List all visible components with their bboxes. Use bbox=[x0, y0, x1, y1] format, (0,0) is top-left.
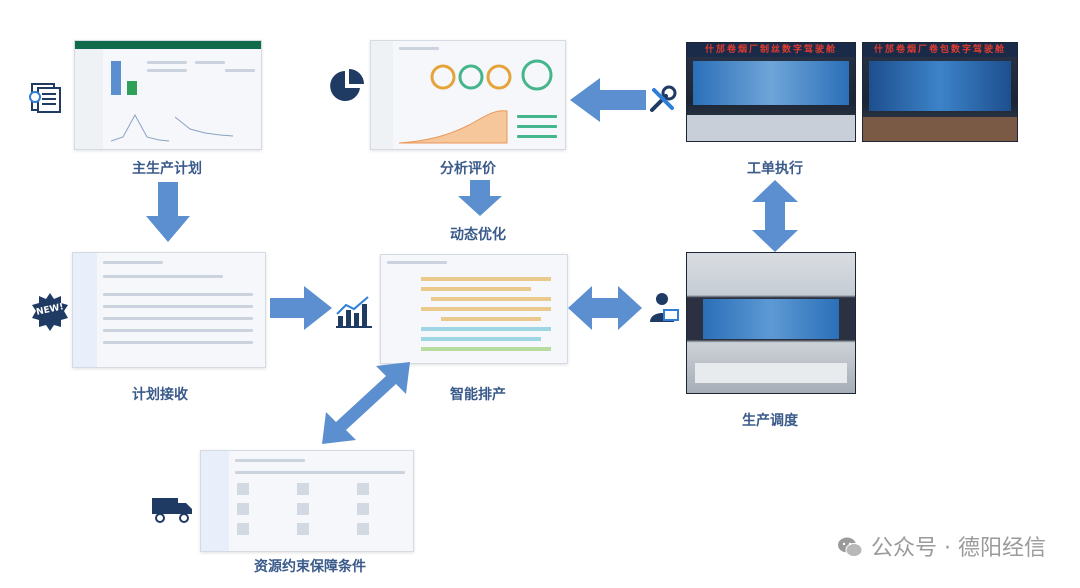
screenshot-card bbox=[297, 483, 309, 495]
video-wall bbox=[693, 61, 849, 105]
gantt-bar bbox=[431, 297, 551, 301]
tools-icon bbox=[650, 85, 677, 112]
watermark: 公众号 · 德阳经信 bbox=[837, 530, 1046, 562]
plan-receive-screenshot bbox=[72, 252, 266, 368]
screenshot-line bbox=[103, 275, 223, 278]
screenshot-card bbox=[357, 503, 369, 515]
screenshot-sidebar bbox=[75, 49, 103, 149]
dynamic-optimization-label: 动态优化 bbox=[450, 227, 506, 243]
arrow-schedule-dispatch-bidirectional bbox=[568, 286, 642, 330]
screenshot-line-chart bbox=[111, 113, 170, 142]
screenshot-line bbox=[103, 293, 253, 296]
gantt-bar bbox=[421, 287, 531, 291]
screenshot-bar-chart bbox=[111, 61, 121, 95]
arrow-receive-to-schedule bbox=[270, 286, 332, 330]
screenshot-line bbox=[387, 261, 447, 264]
screenshot-line bbox=[103, 341, 253, 344]
master-plan-label: 主生产计划 bbox=[132, 161, 202, 177]
screenshot-line bbox=[235, 459, 305, 462]
photo-banner-text: 什邡卷烟厂制丝数字驾驶舱 bbox=[687, 43, 855, 57]
arrow-schedule-resource-bidirectional bbox=[322, 362, 410, 444]
new-badge-icon: NEW! bbox=[30, 292, 70, 332]
master-plan-screenshot bbox=[74, 40, 262, 150]
screenshot-bar-chart-2 bbox=[127, 81, 137, 95]
video-wall bbox=[703, 299, 839, 339]
screenshot-sidebar bbox=[201, 451, 229, 551]
dispatch-room-photo bbox=[686, 252, 856, 394]
screenshot-card bbox=[357, 483, 369, 495]
screenshot-card bbox=[297, 523, 309, 535]
screenshot-card bbox=[237, 523, 249, 535]
screenshot-line bbox=[225, 69, 255, 72]
screenshot-card bbox=[297, 503, 309, 515]
arrow-master-to-receive bbox=[146, 182, 190, 242]
smart-schedule-screenshot bbox=[380, 254, 568, 364]
screenshot-line bbox=[103, 317, 253, 320]
work-order-label: 工单执行 bbox=[747, 161, 803, 177]
screenshot-area-chart bbox=[399, 110, 508, 144]
gantt-bar bbox=[421, 337, 541, 341]
control-room-photo-1: 什邡卷烟厂制丝数字驾驶舱 bbox=[686, 42, 856, 142]
video-wall bbox=[869, 61, 1011, 111]
screenshot-line bbox=[147, 69, 187, 72]
screenshot-line bbox=[399, 47, 439, 50]
console-desk bbox=[687, 115, 855, 141]
gantt-bar bbox=[421, 327, 551, 331]
pie-chart-icon bbox=[330, 69, 364, 101]
screenshot-card bbox=[237, 483, 249, 495]
screenshot-line bbox=[517, 115, 557, 118]
document-icon bbox=[29, 83, 61, 113]
screenshot-line bbox=[235, 471, 405, 474]
screenshot-line bbox=[195, 61, 225, 64]
truck-icon bbox=[152, 498, 192, 523]
screenshot-line bbox=[517, 125, 557, 128]
arrow-workorder-to-analysis bbox=[570, 78, 646, 122]
screenshot-header-bar bbox=[75, 41, 261, 49]
screenshot-gauges bbox=[430, 59, 553, 91]
analysis-screenshot bbox=[370, 40, 566, 150]
gantt-bar bbox=[421, 277, 551, 281]
screenshot-line bbox=[103, 329, 253, 332]
screenshot-line-chart-2 bbox=[175, 116, 234, 137]
screenshot-sidebar bbox=[371, 41, 393, 149]
screenshot-line bbox=[103, 305, 253, 308]
plan-receive-label: 计划接收 bbox=[132, 387, 188, 403]
gantt-bar bbox=[441, 317, 541, 321]
screenshot-line bbox=[103, 261, 163, 264]
gantt-bar bbox=[421, 307, 551, 311]
console-desk bbox=[863, 117, 1017, 141]
resource-screenshot bbox=[200, 450, 414, 552]
analysis-label: 分析评价 bbox=[440, 161, 496, 177]
wechat-icon bbox=[838, 537, 863, 557]
arrow-analysis-to-optimize bbox=[458, 180, 502, 216]
smart-schedule-label: 智能排产 bbox=[450, 387, 506, 403]
arrow-workorder-dispatch-bidirectional bbox=[752, 180, 798, 252]
growth-chart-icon bbox=[336, 296, 372, 328]
console-desk bbox=[695, 363, 847, 383]
resource-label: 资源约束保障条件 bbox=[254, 559, 366, 575]
operator-icon bbox=[650, 293, 679, 322]
control-room-photo-2: 什邡卷烟厂卷包数字驾驶舱 bbox=[862, 42, 1018, 142]
photo-banner-text: 什邡卷烟厂卷包数字驾驶舱 bbox=[863, 43, 1017, 57]
screenshot-sidebar bbox=[73, 253, 97, 367]
gantt-bar bbox=[421, 347, 551, 351]
screenshot-card bbox=[357, 523, 369, 535]
watermark-text: 公众号 · 德阳经信 bbox=[871, 536, 1046, 561]
screenshot-card bbox=[237, 503, 249, 515]
dispatch-label: 生产调度 bbox=[742, 413, 798, 429]
screenshot-line bbox=[517, 135, 557, 138]
screenshot-line bbox=[147, 61, 187, 64]
